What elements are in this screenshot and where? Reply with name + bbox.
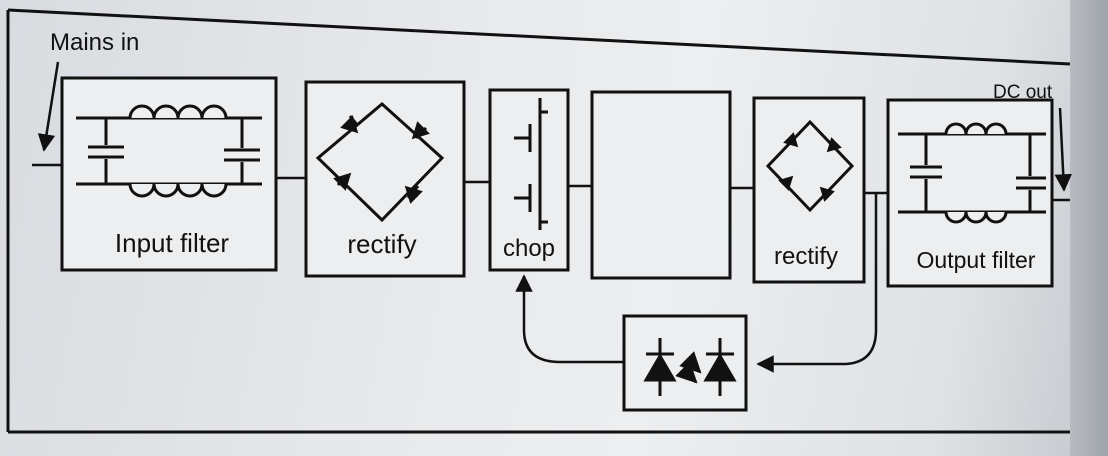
rectify-label-1: rectify [347, 229, 416, 259]
chop-block: chop [488, 88, 570, 272]
optocoupler-diode-icon [643, 338, 737, 396]
rectify-block-2: rectify [752, 96, 866, 284]
input-filter-label: Input filter [115, 228, 230, 258]
feedback-loop [515, 193, 878, 373]
bridge-rectifier-icon-2 [765, 119, 855, 213]
signal-wires [276, 176, 888, 195]
optocoupler-block [622, 314, 748, 412]
output-filter-label: Output filter [917, 247, 1036, 273]
rectify-block-1: rectify [304, 80, 466, 278]
diagram-frame [6, 8, 1071, 434]
transformer-block [590, 90, 732, 280]
page-edge [1070, 0, 1108, 456]
input-filter-block: Input filter [60, 76, 278, 272]
chop-label: chop [503, 235, 555, 262]
rectify-label-2: rectify [774, 243, 838, 270]
output-inductor-coil-icon [944, 122, 1008, 224]
dc-out-arrow [1052, 107, 1072, 202]
output-filter-block: Output filter [886, 98, 1054, 288]
dc-out-label: DC out [993, 82, 1053, 103]
mains-in-label: Mains in [50, 29, 139, 56]
mains-in-arrow [32, 61, 62, 167]
transistor-switch-icon [514, 98, 548, 230]
bridge-rectifier-icon [315, 102, 445, 223]
inductor-coil-icon [128, 104, 228, 198]
